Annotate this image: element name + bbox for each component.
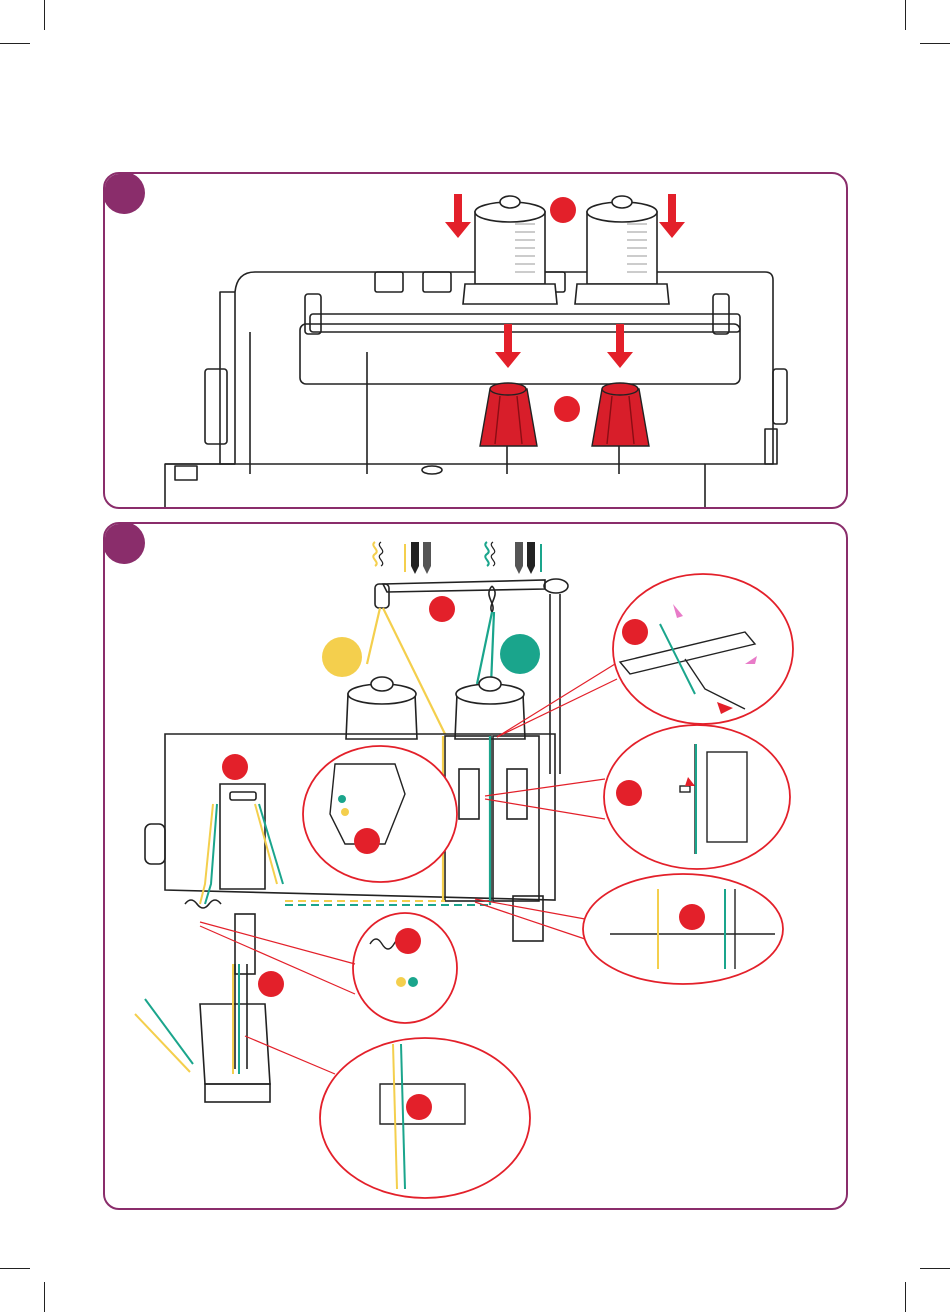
spool-placement-panel	[103, 172, 848, 509]
thread-spool-left	[463, 196, 557, 304]
zoom-thread-guide	[613, 574, 793, 724]
zoom-thread-path	[583, 874, 783, 984]
thread-cone-teal	[455, 677, 525, 739]
crop-mark	[920, 43, 950, 44]
yellow-thread-marker	[322, 637, 362, 677]
crop-mark	[920, 1268, 950, 1269]
teal-needle-thread-icon	[485, 542, 541, 574]
step-badge-icon	[103, 172, 145, 214]
crop-mark	[905, 0, 906, 30]
yellow-needle-thread-icon	[373, 542, 431, 574]
threading-illustration	[105, 524, 848, 1210]
callout-dot	[554, 396, 580, 422]
spool-cap-left	[480, 383, 537, 446]
callout-dot	[550, 197, 576, 223]
crop-mark	[0, 1268, 30, 1269]
crop-mark	[44, 0, 45, 30]
thread-spool-right	[575, 196, 669, 304]
teal-thread-marker	[500, 634, 540, 674]
spool-cap-right	[592, 383, 649, 446]
crop-mark	[0, 43, 30, 44]
needle-threading-panel	[103, 522, 848, 1210]
crop-mark	[905, 1282, 906, 1312]
spool-placement-illustration	[105, 174, 848, 509]
zoom-looper-plate	[303, 746, 457, 882]
crop-mark	[44, 1282, 45, 1312]
step-badge-icon	[103, 522, 145, 564]
thread-cone-yellow	[346, 677, 417, 739]
machine-body	[165, 272, 773, 509]
